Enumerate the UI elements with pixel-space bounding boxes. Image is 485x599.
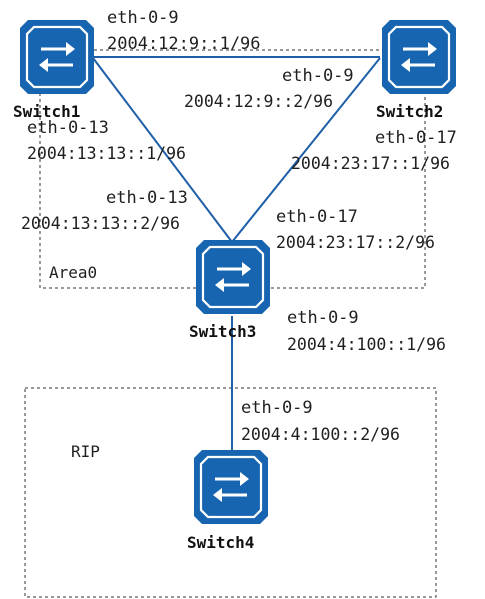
area0-boundary <box>39 49 426 289</box>
s2-s3-switch3-port: eth-0-17 <box>276 207 358 227</box>
s1-s3-switch3-port: eth-0-13 <box>106 188 188 208</box>
rip-label: RIP <box>71 442 100 461</box>
link-switch2-switch3 <box>231 57 381 243</box>
switch1[interactable]: Switch1 <box>13 18 96 121</box>
switch4-name: Switch4 <box>187 533 254 552</box>
switch1-name: Switch1 <box>13 102 80 121</box>
switch-icon <box>194 238 272 316</box>
switch-icon <box>380 18 458 96</box>
switch-icon <box>18 18 96 96</box>
switch3-name: Switch3 <box>189 322 256 341</box>
s3-s4-switch3-port: eth-0-9 <box>287 308 359 328</box>
s1-s3-switch1-ip: 2004:13:13::1/96 <box>27 144 186 163</box>
s1-s3-switch1-port: eth-0-13 <box>27 118 109 138</box>
area0-label: Area0 <box>49 263 97 282</box>
s2-s3-switch3-ip: 2004:23:17::2/96 <box>276 233 435 252</box>
switch2[interactable]: Switch2 <box>376 18 458 121</box>
s3-s4-switch3-ip: 2004:4:100::1/96 <box>287 335 446 354</box>
s3-s4-switch4-ip: 2004:4:100::2/96 <box>241 425 400 444</box>
switch4[interactable]: Switch4 <box>187 448 270 552</box>
s2-s3-switch2-ip: 2004:23:17::1/96 <box>291 154 450 173</box>
s2-s3-switch2-port: eth-0-17 <box>375 128 457 148</box>
rip-boundary <box>24 387 437 598</box>
switch2-name: Switch2 <box>376 102 443 121</box>
s1-s2-switch1-port: eth-0-9 <box>107 8 179 28</box>
s1-s2-switch2-port: eth-0-9 <box>282 66 354 86</box>
s3-s4-switch4-port: eth-0-9 <box>241 398 313 418</box>
s1-s2-switch1-ip: 2004:12:9::1/96 <box>107 34 261 54</box>
switch3[interactable]: Switch3 <box>189 238 272 341</box>
switch-icon <box>192 448 270 526</box>
s1-s2-switch2-ip: 2004:12:9::2/96 <box>184 92 333 111</box>
link-switch1-switch3 <box>92 57 233 243</box>
s1-s3-switch3-ip: 2004:13:13::2/96 <box>21 214 180 233</box>
